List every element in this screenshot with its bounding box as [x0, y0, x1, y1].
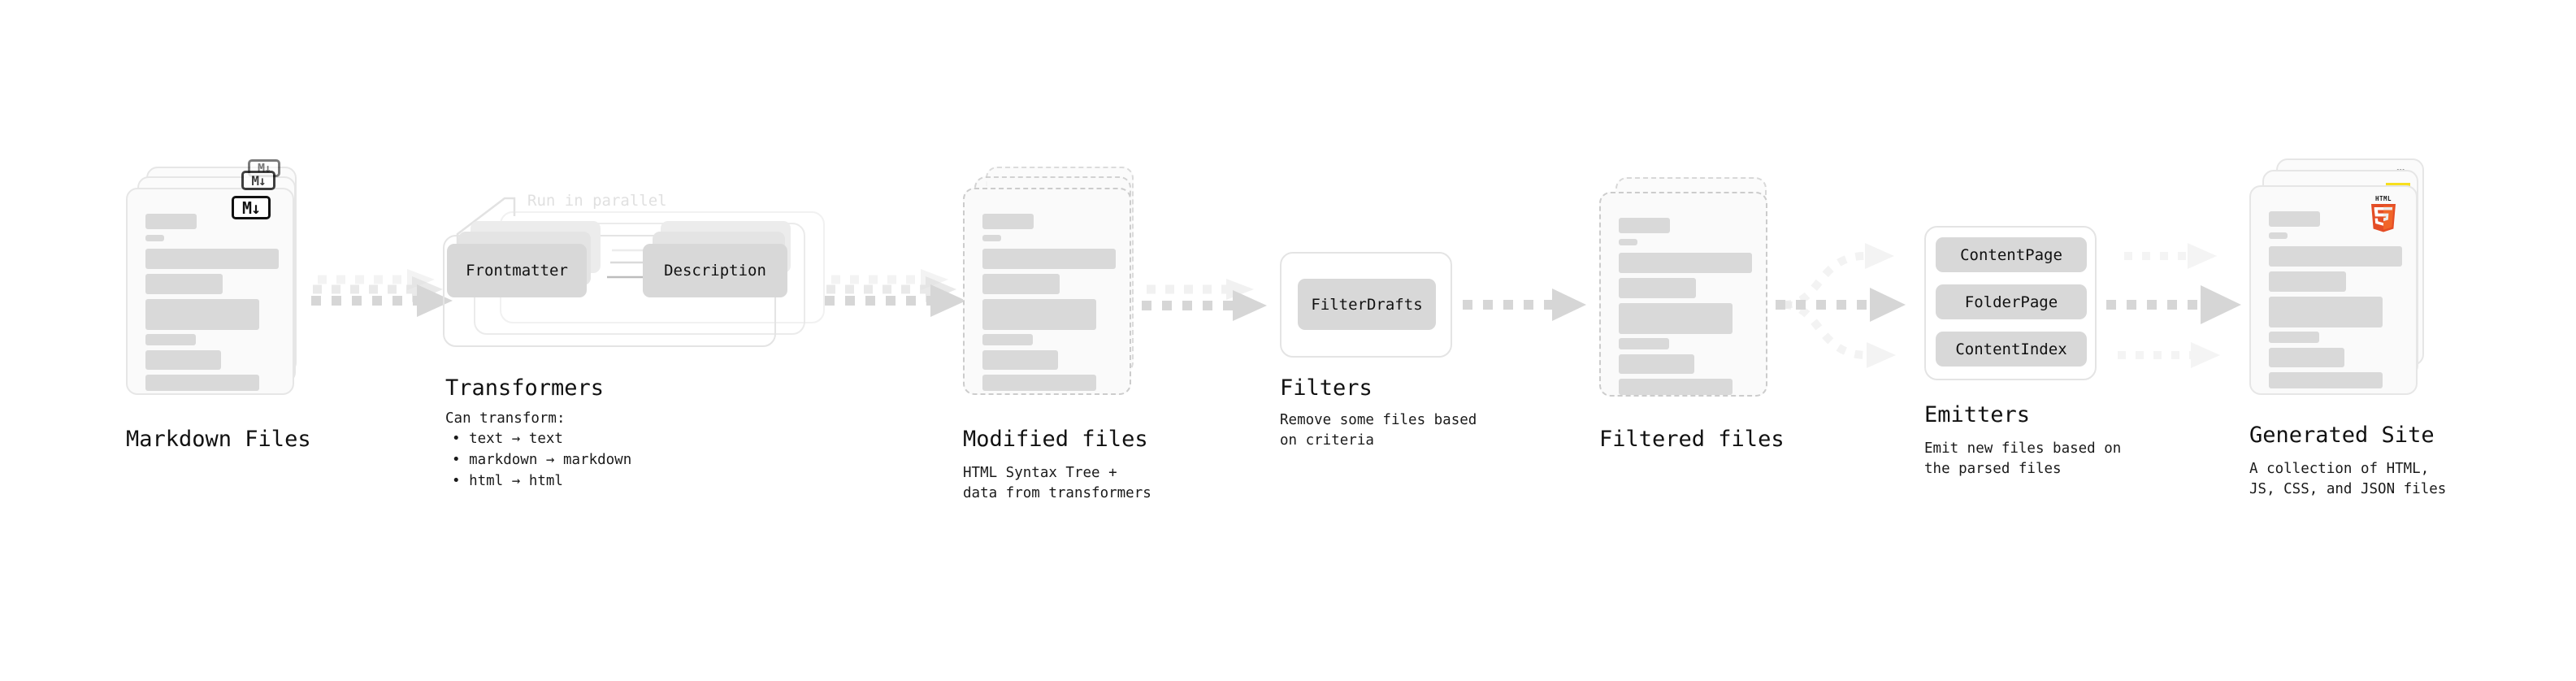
contentindex-chip[interactable]: ContentIndex [1936, 332, 2087, 367]
emitters-group-box [1924, 226, 2097, 380]
contentpage-chip[interactable]: ContentPage [1936, 237, 2087, 272]
filters-group-stack: FilterDrafts [1280, 252, 1459, 366]
generated-site-card-stack: CSS HTML [2249, 158, 2444, 419]
frontmatter-chip[interactable]: Frontmatter [447, 244, 587, 297]
connector-filtered-to-emitters-branch [1776, 243, 1906, 368]
transformers-bullet-2: • markdown → markdown [452, 452, 632, 468]
transformers-description: Can transform: [445, 410, 566, 427]
filtered-card-front [1599, 192, 1767, 397]
skeleton-line [982, 299, 1096, 330]
skeleton-line [982, 214, 1034, 229]
skeleton-line [1619, 354, 1694, 374]
markdown-files-caption: Markdown Files [126, 427, 311, 452]
skeleton-line [982, 350, 1058, 370]
skeleton-line [145, 299, 259, 330]
emitters-description: Emit new files based on the parsed files [1924, 440, 2122, 477]
connector-modified-to-filters [1142, 279, 1267, 321]
generated-site-caption: Generated Site [2249, 423, 2435, 448]
skeleton-line [982, 249, 1116, 269]
transformers-bullet-3: • html → html [452, 473, 563, 489]
skeleton-line [2269, 211, 2320, 227]
skeleton-line [145, 334, 196, 345]
skeleton-line [1619, 303, 1733, 334]
skeleton-line [2269, 271, 2346, 292]
connector-emitters-to-site [2106, 243, 2241, 368]
markdown-card-front [126, 188, 294, 395]
folderpage-chip[interactable]: FolderPage [1936, 284, 2087, 319]
description-chip[interactable]: Description [643, 244, 787, 297]
skeleton-line [1619, 278, 1696, 298]
markdown-badge-back-1: M↓ [241, 171, 275, 190]
modified-files-caption: Modified files [963, 427, 1148, 452]
html5-badge-icon: HTML [2365, 193, 2402, 233]
filters-group-box [1280, 252, 1452, 358]
svg-text:HTML: HTML [2375, 195, 2392, 202]
filterdrafts-chip[interactable]: FilterDrafts [1298, 279, 1436, 330]
skeleton-line [1619, 218, 1670, 233]
skeleton-line [1619, 338, 1669, 349]
run-in-parallel-label: Run in parallel [527, 192, 667, 210]
skeleton-line [145, 249, 279, 269]
filters-caption: Filters [1280, 375, 1373, 401]
skeleton-line [1619, 239, 1637, 245]
skeleton-line [2269, 332, 2319, 343]
skeleton-line [2269, 246, 2402, 267]
emitters-caption: Emitters [1924, 402, 2031, 427]
skeleton-line [145, 350, 221, 370]
skeleton-line [145, 274, 223, 294]
modified-files-description: HTML Syntax Tree + data from transformer… [963, 465, 1151, 501]
transformers-group-stack: Run in parallel Frontmatter Description … [443, 192, 833, 358]
modified-card-front [963, 188, 1131, 395]
filters-description: Remove some files based on criteria [1280, 412, 1477, 449]
filtered-files-card-stack [1599, 177, 1786, 421]
skeleton-line [145, 214, 197, 229]
skeleton-line [982, 274, 1060, 294]
connector-transformers-to-modified [825, 269, 966, 317]
generated-site-description: A collection of HTML, JS, CSS, and JSON … [2249, 461, 2447, 497]
skeleton-line [2269, 297, 2383, 327]
skeleton-line [982, 375, 1096, 391]
skeleton-line [982, 334, 1033, 345]
emitters-group-stack: ContentPage FolderPage ContentIndex [1924, 226, 2111, 388]
skeleton-line [2269, 348, 2344, 367]
transformers-bullet-1: • text → text [452, 431, 563, 447]
skeleton-line [1619, 253, 1752, 273]
skeleton-line [1619, 379, 1733, 395]
filtered-files-caption: Filtered files [1599, 427, 1785, 452]
skeleton-line [2269, 232, 2288, 239]
connector-filters-to-filtered [1463, 288, 1586, 321]
markdown-badge-icon: M↓ [232, 196, 271, 219]
markdown-files-card-stack: M↓ M↓ M↓ [126, 159, 313, 419]
transformers-caption: Transformers [445, 375, 605, 401]
modified-files-card-stack [963, 167, 1150, 419]
skeleton-line [145, 375, 259, 391]
skeleton-line [982, 235, 1001, 241]
skeleton-line [145, 235, 164, 241]
skeleton-line [2269, 372, 2383, 388]
